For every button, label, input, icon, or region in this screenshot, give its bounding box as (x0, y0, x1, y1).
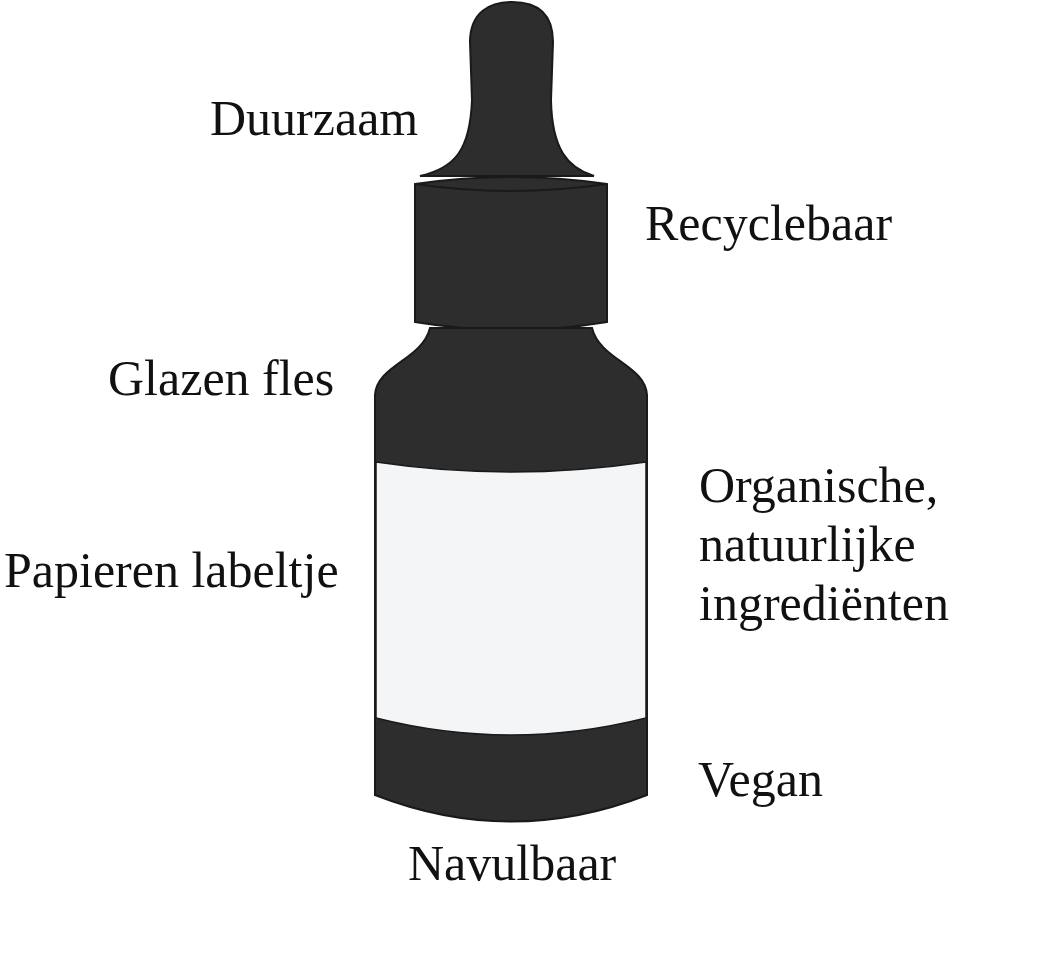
feature-label: Vegan (698, 750, 823, 809)
paper-label (376, 462, 646, 735)
dropper-collar (415, 177, 607, 330)
feature-label: Organische, natuurlijke ingrediënten (699, 456, 949, 633)
collar-rim (415, 184, 607, 191)
feature-label: Papieren labeltje (4, 541, 339, 600)
dropper-bulb (420, 2, 594, 176)
feature-label: Recyclebaar (645, 194, 892, 253)
feature-label: Glazen fles (108, 349, 334, 408)
bottle-body (375, 328, 647, 822)
feature-label: Navulbaar (408, 834, 616, 893)
feature-label: Duurzaam (210, 89, 418, 148)
